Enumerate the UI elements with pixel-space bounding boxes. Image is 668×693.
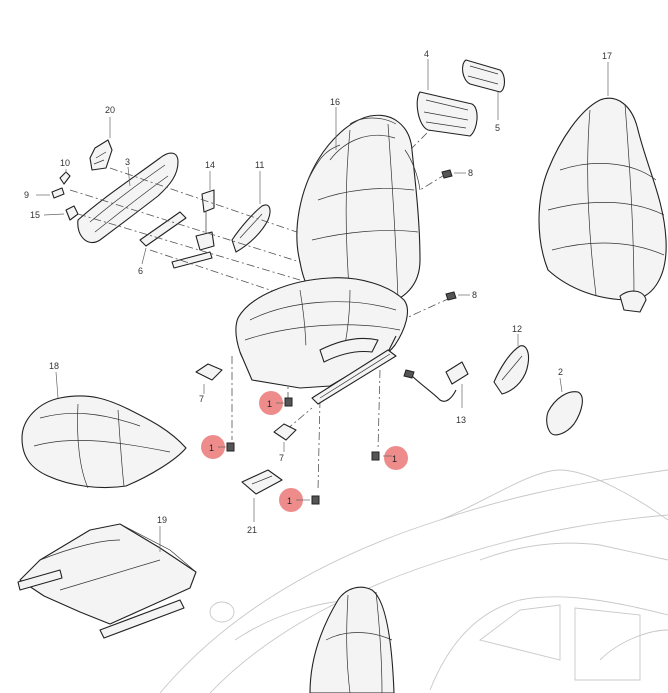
part-7-bracket-right xyxy=(273,423,297,452)
part-9-clip xyxy=(36,187,65,199)
callout-19: 19 xyxy=(157,515,167,525)
callout-16: 16 xyxy=(330,97,340,107)
callout-7a: 7 xyxy=(199,394,204,404)
part-12-side-cover xyxy=(493,334,530,395)
part-2-cap xyxy=(546,377,583,436)
part-7-bracket-left xyxy=(195,363,223,394)
callout-8a: 8 xyxy=(468,168,473,178)
callout-11: 11 xyxy=(255,160,264,170)
callout-7b: 7 xyxy=(279,453,284,463)
callout-17: 17 xyxy=(602,51,612,61)
callout-21: 21 xyxy=(247,525,257,535)
part-3-side-trim xyxy=(77,152,179,244)
callout-9: 9 xyxy=(24,190,29,200)
part-16-seat-assembly xyxy=(235,107,421,405)
callout-10: 10 xyxy=(60,158,70,168)
badge-1b-label: 1 xyxy=(209,443,214,453)
part-11-trim xyxy=(231,171,271,253)
part-6-rail xyxy=(139,211,213,269)
callout-6: 6 xyxy=(138,266,143,276)
badge-1a-label: 1 xyxy=(267,399,272,409)
part-10-clip xyxy=(59,169,71,185)
highlight-badge-1c[interactable]: 1 xyxy=(371,446,408,470)
badge-1c-label: 1 xyxy=(392,454,397,464)
part-21-module xyxy=(241,469,283,522)
callout-12: 12 xyxy=(512,324,522,334)
part-20-bracket xyxy=(89,117,113,171)
part-8-screw-lower xyxy=(445,291,470,301)
part-19-seat-frame xyxy=(17,523,197,639)
callout-2: 2 xyxy=(558,367,563,377)
callout-15: 15 xyxy=(30,210,40,220)
part-14-buckle xyxy=(195,171,215,251)
part-17-seat-back-view xyxy=(538,62,667,313)
callout-4: 4 xyxy=(424,49,429,59)
part-15-cap xyxy=(43,205,79,221)
vehicle-outline xyxy=(159,469,668,693)
callout-20: 20 xyxy=(105,105,115,115)
part-5-cover xyxy=(461,59,506,120)
highlight-badge-1a[interactable]: 1 xyxy=(259,391,293,415)
partial-seat-in-vehicle xyxy=(309,586,395,693)
callout-labels: 20 10 3 9 15 14 11 6 4 5 16 17 8 8 12 2 … xyxy=(24,49,612,535)
callout-18: 18 xyxy=(49,361,59,371)
callout-13: 13 xyxy=(456,415,466,425)
callout-8b: 8 xyxy=(472,290,477,300)
part-13-wire-harness xyxy=(403,361,469,408)
part-4-back-panel xyxy=(416,59,478,137)
highlight-badge-1b[interactable]: 1 xyxy=(201,435,235,459)
badge-1d-label: 1 xyxy=(287,496,292,506)
part-18-cushion-pad xyxy=(21,371,187,489)
highlight-badge-1d[interactable]: 1 xyxy=(279,488,320,512)
part-8-screw-upper xyxy=(441,169,466,179)
callout-5: 5 xyxy=(495,123,500,133)
callout-14: 14 xyxy=(205,160,215,170)
callout-3: 3 xyxy=(125,157,130,167)
